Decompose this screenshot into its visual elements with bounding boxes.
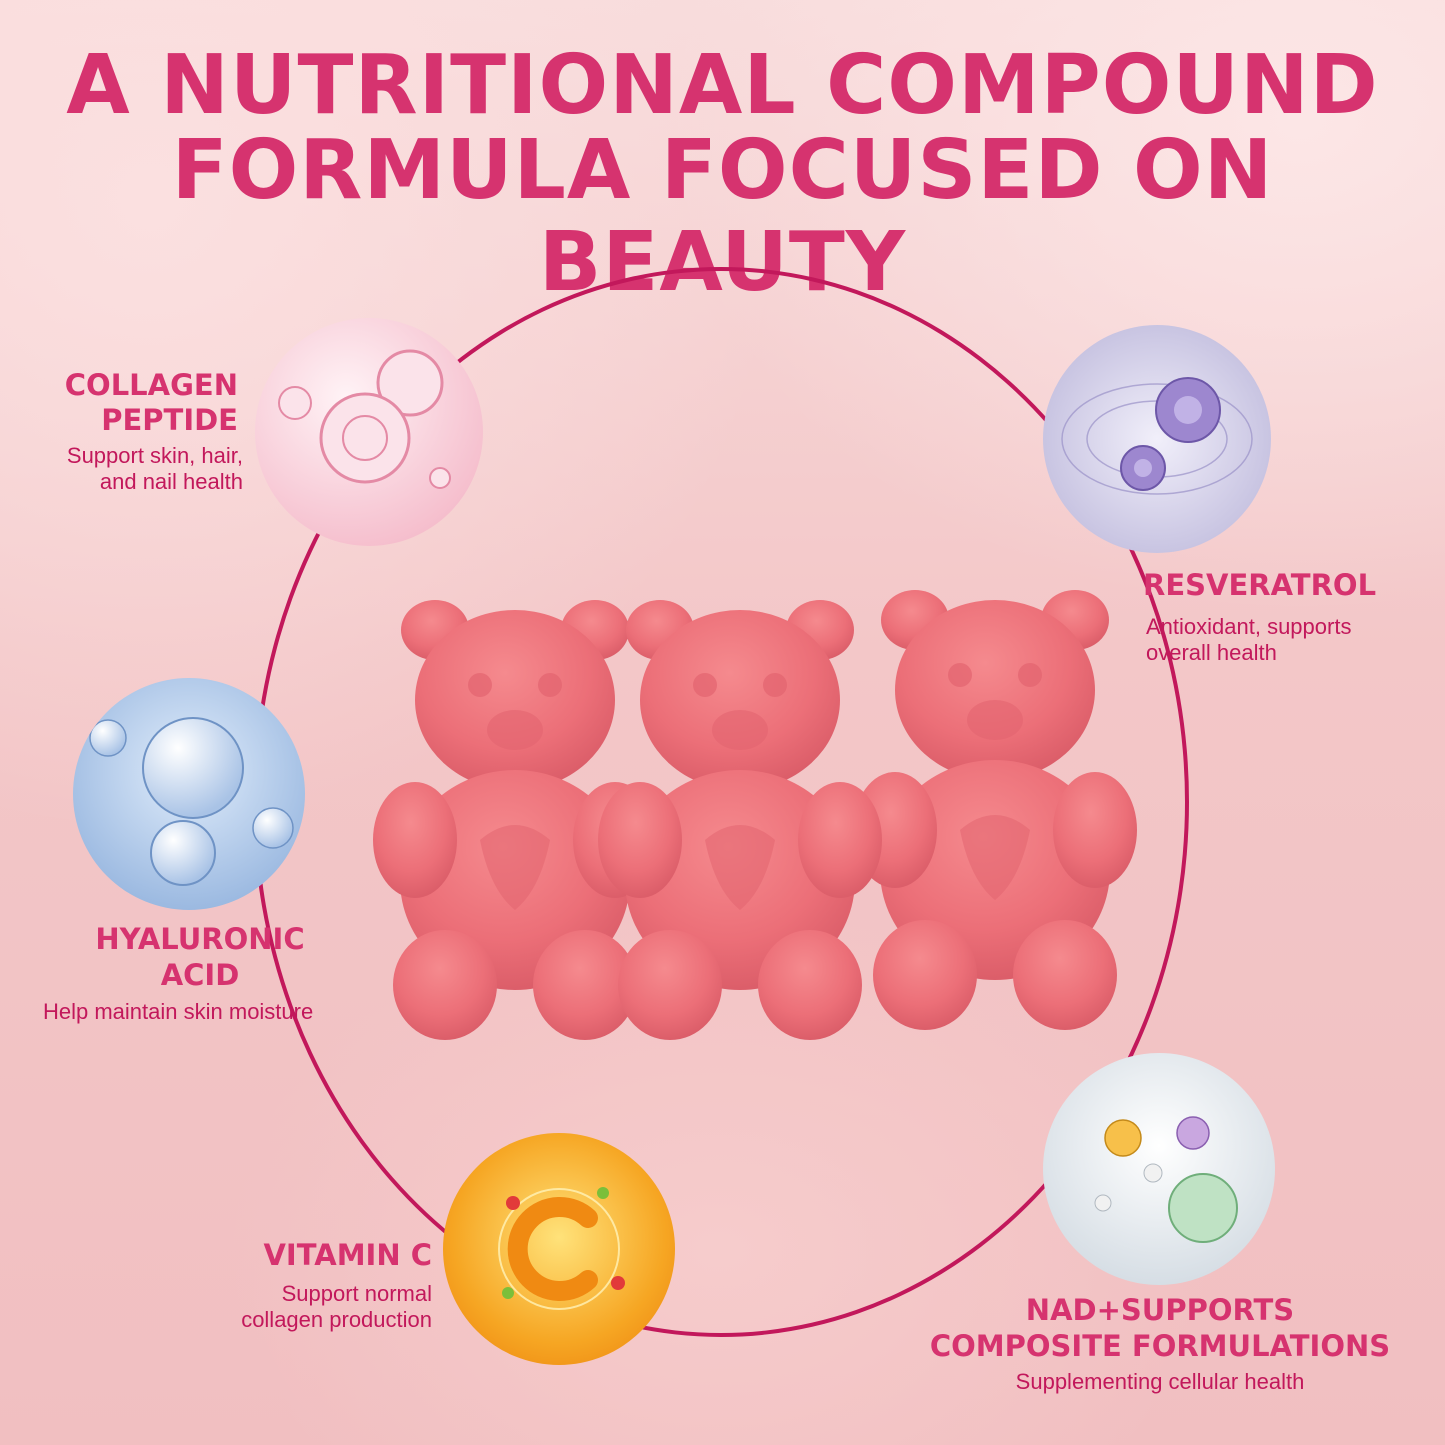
- headline-line-2: FORMULA FOCUSED ON BEAUTY: [171, 123, 1274, 310]
- collagen-title-2: PEPTIDE: [101, 403, 238, 437]
- collagen-desc-2: and nail health: [99, 469, 243, 494]
- collagen-bubbles-icon: [255, 318, 483, 546]
- hyaluronic-bubbles-icon: [73, 678, 305, 910]
- headline-line-1: A NUTRITIONAL COMPOUND: [66, 38, 1379, 133]
- hyaluronic-title-2: ACID: [160, 958, 240, 992]
- gummy-bear-right: [853, 590, 1137, 1030]
- resveratrol-title: RESVERATROL: [1143, 568, 1377, 602]
- nad-molecules-icon: [1043, 1053, 1275, 1285]
- nad-title-2: COMPOSITE FORMULATIONS: [929, 1329, 1391, 1363]
- hyaluronic-title-1: HYALURONIC: [95, 922, 305, 956]
- gummy-bear-center: [598, 600, 882, 1040]
- nad-desc: Supplementing cellular health: [1015, 1369, 1305, 1394]
- collagen-title-1: COLLAGEN: [64, 368, 238, 402]
- vitamin-c-desc-2: collagen production: [241, 1307, 432, 1332]
- resveratrol-desc-1: Antioxidant, supports: [1146, 614, 1352, 639]
- collagen-desc-1: Support skin, hair,: [66, 443, 243, 468]
- hyaluronic-desc: Help maintain skin moisture: [43, 999, 314, 1024]
- vitamin-c-title: VITAMIN C: [263, 1238, 432, 1272]
- resveratrol-molecule-icon: [1043, 325, 1271, 553]
- nad-title-1: NAD+SUPPORTS: [1025, 1293, 1295, 1327]
- vitamin-c-desc-1: Support normal: [281, 1281, 432, 1306]
- vitamin-c-icon: [443, 1133, 675, 1365]
- resveratrol-desc-2: overall health: [1146, 640, 1277, 665]
- gummy-bears-image: [373, 590, 1137, 1040]
